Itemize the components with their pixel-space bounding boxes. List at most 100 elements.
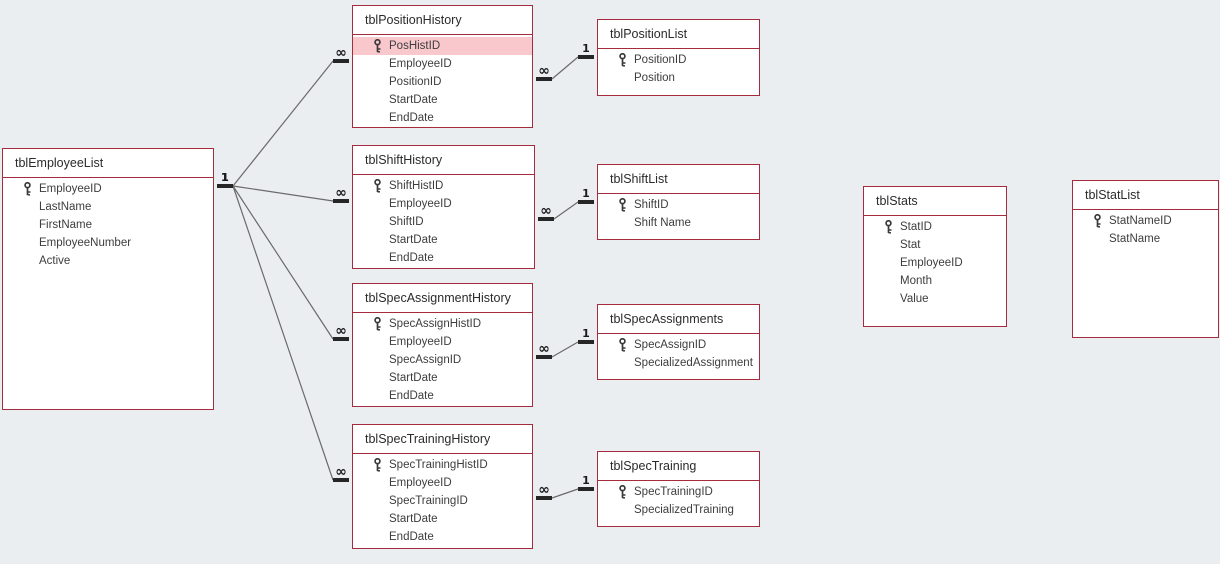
field-row-EmployeeID[interactable]: EmployeeID (353, 333, 532, 351)
table-title[interactable]: tblPositionHistory (353, 6, 532, 35)
key-spacer (1093, 231, 1109, 247)
field-row-StatNameID[interactable]: StatNameID (1073, 212, 1218, 230)
field-row-Shift-Name[interactable]: Shift Name (598, 214, 759, 232)
table-title[interactable]: tblSpecTraining (598, 452, 759, 481)
field-name: EndDate (389, 112, 434, 124)
relationship-tblSpecAssignments-tblSpecAssignmentHistory[interactable]: 1∞ (536, 327, 594, 359)
table-title[interactable]: tblStatList (1073, 181, 1218, 210)
relationship-tblEmployeeList-tblShiftHistory[interactable]: 1∞ (217, 171, 349, 203)
field-row-EndDate[interactable]: EndDate (353, 387, 532, 405)
field-row-SpecTrainingHistID[interactable]: SpecTrainingHistID (353, 456, 532, 474)
cardinality-many-label: ∞ (540, 203, 552, 219)
table-title[interactable]: tblStats (864, 187, 1006, 216)
field-row-PosHistID[interactable]: PosHistID (353, 37, 532, 55)
field-name: EndDate (389, 390, 434, 402)
key-spacer (884, 255, 900, 271)
field-row-EmployeeID[interactable]: EmployeeID (3, 180, 213, 198)
field-row-SpecAssignID[interactable]: SpecAssignID (598, 336, 759, 354)
key-spacer (373, 214, 389, 230)
field-row-EndDate[interactable]: EndDate (353, 109, 532, 127)
field-row-SpecTrainingID[interactable]: SpecTrainingID (598, 483, 759, 501)
field-name: ShiftID (634, 199, 669, 211)
field-row-SpecAssignID[interactable]: SpecAssignID (353, 351, 532, 369)
key-spacer (373, 196, 389, 212)
relationship-tblSpecTraining-tblSpecTrainingHistory[interactable]: 1∞ (536, 474, 594, 500)
field-row-FirstName[interactable]: FirstName (3, 216, 213, 234)
field-name: EmployeeID (389, 198, 452, 210)
field-row-StartDate[interactable]: StartDate (353, 231, 534, 249)
field-row-SpecializedTraining[interactable]: SpecializedTraining (598, 501, 759, 519)
field-row-StartDate[interactable]: StartDate (353, 91, 532, 109)
cardinality-one-label: 1 (221, 171, 229, 184)
cardinality-many-label: ∞ (538, 482, 550, 498)
relationship-tblShiftList-tblShiftHistory[interactable]: 1∞ (538, 187, 594, 221)
field-row-StartDate[interactable]: StartDate (353, 510, 532, 528)
field-row-EmployeeID[interactable]: EmployeeID (353, 55, 532, 73)
table-title[interactable]: tblPositionList (598, 20, 759, 49)
key-spacer (373, 56, 389, 72)
field-name: LastName (39, 201, 92, 213)
field-row-Position[interactable]: Position (598, 69, 759, 87)
field-row-LastName[interactable]: LastName (3, 198, 213, 216)
primary-key-icon (618, 197, 634, 213)
key-spacer (373, 493, 389, 509)
relationship-tblEmployeeList-tblSpecTrainingHistory[interactable]: 1∞ (217, 171, 349, 482)
field-row-StartDate[interactable]: StartDate (353, 369, 532, 387)
field-row-PositionID[interactable]: PositionID (598, 51, 759, 69)
key-spacer (884, 273, 900, 289)
primary-key-icon (618, 484, 634, 500)
field-row-Active[interactable]: Active (3, 252, 213, 270)
field-row-ShiftID[interactable]: ShiftID (353, 213, 534, 231)
field-name: SpecializedTraining (634, 504, 734, 516)
table-title[interactable]: tblShiftList (598, 165, 759, 194)
field-row-EmployeeID[interactable]: EmployeeID (864, 254, 1006, 272)
field-row-EndDate[interactable]: EndDate (353, 249, 534, 267)
field-row-ShiftID[interactable]: ShiftID (598, 196, 759, 214)
field-row-SpecializedAssignment[interactable]: SpecializedAssignment (598, 354, 759, 372)
field-row-PositionID[interactable]: PositionID (353, 73, 532, 91)
field-row-SpecTrainingID[interactable]: SpecTrainingID (353, 492, 532, 510)
relationship-tblEmployeeList-tblSpecAssignmentHistory[interactable]: 1∞ (217, 171, 349, 341)
table-title[interactable]: tblShiftHistory (353, 146, 534, 175)
field-row-SpecAssignHistID[interactable]: SpecAssignHistID (353, 315, 532, 333)
cardinality-one-label: 1 (582, 42, 590, 55)
key-spacer (618, 215, 634, 231)
field-row-Month[interactable]: Month (864, 272, 1006, 290)
table-title[interactable]: tblSpecAssignments (598, 305, 759, 334)
field-row-EndDate[interactable]: EndDate (353, 528, 532, 546)
field-name: Value (900, 293, 929, 305)
relationship-tblPositionList-tblPositionHistory[interactable]: 1∞ (536, 42, 594, 81)
field-row-EmployeeID[interactable]: EmployeeID (353, 195, 534, 213)
relationship-tblEmployeeList-tblPositionHistory[interactable]: 1∞ (217, 45, 349, 188)
field-name: ShiftHistID (389, 180, 444, 192)
field-row-EmployeeID[interactable]: EmployeeID (353, 474, 532, 492)
key-spacer (373, 334, 389, 350)
field-row-Stat[interactable]: Stat (864, 236, 1006, 254)
table-title[interactable]: tblEmployeeList (3, 149, 213, 178)
table-title[interactable]: tblSpecAssignmentHistory (353, 284, 532, 313)
cardinality-one-label: 1 (582, 327, 590, 340)
primary-key-icon (373, 316, 389, 332)
field-row-EmployeeNumber[interactable]: EmployeeNumber (3, 234, 213, 252)
field-row-StatID[interactable]: StatID (864, 218, 1006, 236)
table-title[interactable]: tblSpecTrainingHistory (353, 425, 532, 454)
field-row-Value[interactable]: Value (864, 290, 1006, 308)
field-row-ShiftHistID[interactable]: ShiftHistID (353, 177, 534, 195)
key-spacer (373, 92, 389, 108)
field-row-StatName[interactable]: StatName (1073, 230, 1218, 248)
field-name: EndDate (389, 531, 434, 543)
